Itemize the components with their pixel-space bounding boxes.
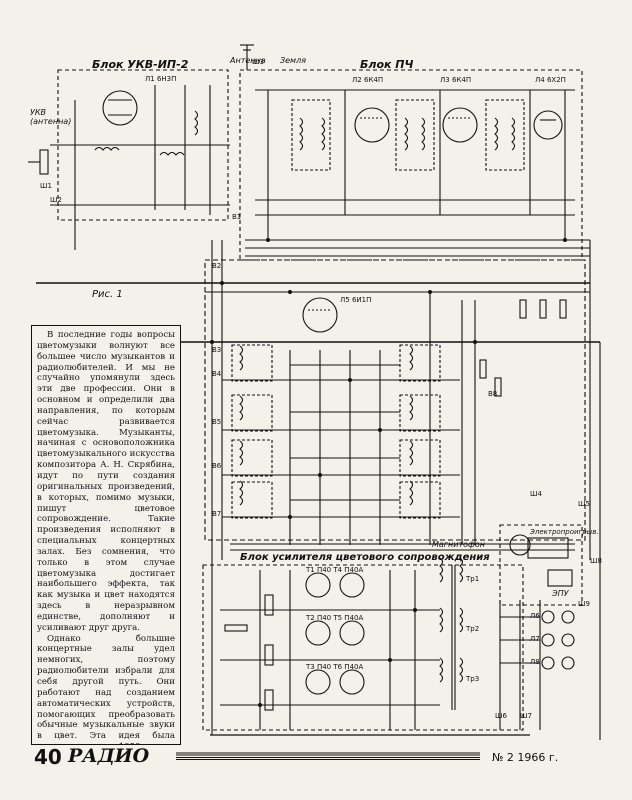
block-pch-label: Блок ПЧ: [360, 58, 414, 71]
socket-label: Ш7: [520, 712, 532, 720]
block-amp-label: Блок усилителя цветового сопровождения: [240, 552, 490, 563]
tube-l2-label: Л2 6К4П: [352, 76, 384, 84]
tr3-label: Тр3: [466, 675, 480, 683]
switch-label: В7: [212, 510, 222, 518]
socket-label: Ш6: [495, 712, 507, 720]
epu-label: ЭПУ: [552, 589, 569, 598]
figure-caption: Рис. 1: [92, 289, 123, 300]
socket-label: Ш3: [252, 58, 264, 66]
lamps-a-label: Л6: [530, 612, 540, 620]
article-paragraph: Однако большие концертные залы удел немн…: [37, 633, 175, 744]
socket-label: Ш9: [578, 600, 590, 608]
switch-label: В4: [212, 370, 222, 378]
tube-l5-label: Л5 6И1П: [340, 296, 372, 304]
ground-label: Земля: [280, 56, 307, 65]
switch-label: В2: [212, 262, 222, 270]
tr1-label: Тр1: [466, 575, 480, 583]
socket-label: Ш2: [50, 196, 62, 204]
transistors-bot-label: Т3 П40 Т6 П40А: [306, 663, 364, 671]
article-paragraph: В последние годы вопросы цветомузыки вол…: [37, 330, 175, 633]
switch-label: В6: [212, 462, 222, 470]
issue-label: № 2 1966 г.: [492, 751, 559, 764]
socket-label: Ш8: [590, 557, 602, 565]
tube-l3-label: Л3 6К4П: [440, 76, 472, 84]
tube-l1-label: Л1 6Н3П: [145, 75, 177, 83]
article-text-box: В последние годы вопросы цветомузыки вол…: [31, 325, 181, 745]
switch-label: В5: [212, 418, 222, 426]
transistors-top-label: Т1 П40 Т4 П40А: [306, 566, 364, 574]
ukv-input-label: УКВ (антенна): [30, 108, 72, 126]
lamps-b-label: Л7: [530, 635, 540, 643]
magazine-logo: РАДИО: [68, 745, 150, 767]
antenna-label: Антенна: [230, 56, 266, 65]
lamps-c-label: Л8: [530, 658, 540, 666]
transistors-mid-label: Т2 П40 Т5 П40А: [306, 614, 364, 622]
footer-rule: [176, 752, 480, 760]
switch-label: В8: [488, 390, 498, 398]
socket-label: Ш4: [530, 490, 542, 498]
switch-label: В3: [212, 346, 222, 354]
socket-label: Ш1: [40, 182, 52, 190]
switch-label: В1: [232, 213, 242, 221]
tr2-label: Тр2: [466, 625, 480, 633]
block-ukv-label: Блок УКВ-ИП-2: [92, 58, 189, 71]
elektroprovod-label: Электропроигрыв.: [530, 528, 599, 536]
magnitofon-label: Магнитофон: [432, 540, 485, 549]
tube-l4-label: Л4 6Х2П: [535, 76, 566, 84]
page-number: 40: [34, 745, 62, 769]
socket-label: Ш5: [578, 500, 590, 508]
